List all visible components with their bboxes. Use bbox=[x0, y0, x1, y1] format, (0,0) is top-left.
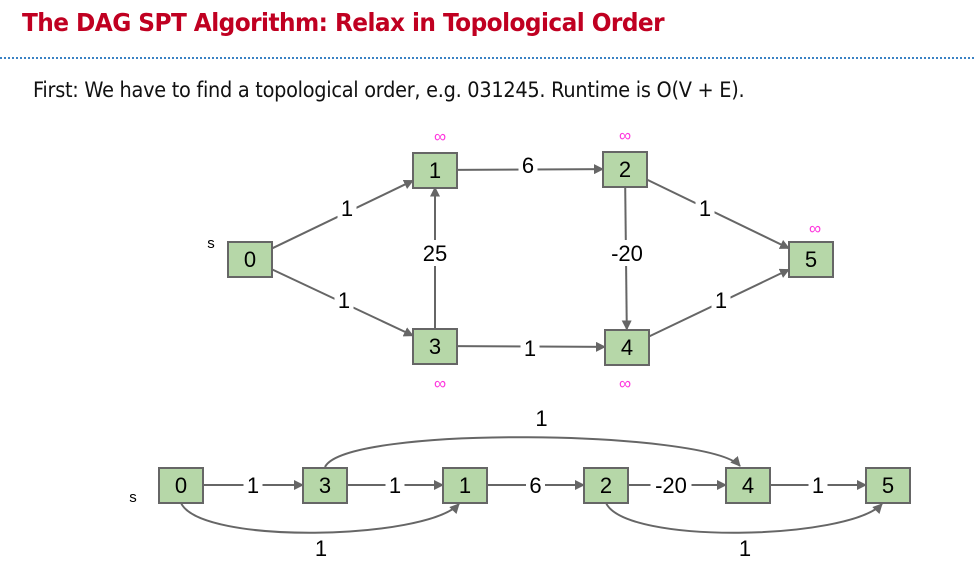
graph-node-4-label: 4 bbox=[621, 335, 633, 360]
topo-node-1 bbox=[442, 467, 488, 504]
topo-edge-weight-1-2: 6 bbox=[529, 473, 541, 498]
edge-weight-3-1: 25 bbox=[423, 241, 447, 266]
topo-node-5-label: 5 bbox=[882, 473, 894, 498]
title-divider bbox=[0, 57, 974, 59]
topo-node-5 bbox=[865, 467, 911, 504]
topo-node-3-label: 3 bbox=[319, 473, 331, 498]
graph-node-2-label: 2 bbox=[619, 157, 631, 182]
edge-weight-0-3: 1 bbox=[338, 288, 350, 313]
slide-title: The DAG SPT Algorithm: Relax in Topologi… bbox=[22, 8, 665, 37]
topo-edge-weight-4-5-bg bbox=[808, 472, 828, 498]
graph-node-3-label: 3 bbox=[429, 334, 441, 359]
graph-node-2 bbox=[602, 151, 648, 188]
edge-weight-3-4-bg bbox=[520, 335, 540, 361]
source-marker: s bbox=[207, 235, 215, 252]
topo-node-4 bbox=[725, 467, 771, 504]
topo-edge-weight-2-5: 1 bbox=[739, 536, 751, 561]
edge-weight-0-1: 1 bbox=[341, 196, 353, 221]
graph-node-0 bbox=[227, 241, 273, 278]
edge-weight-2-4: -20 bbox=[611, 241, 643, 266]
topo-node-0-label: 0 bbox=[175, 473, 187, 498]
topo-edge-weight-0-1: 1 bbox=[315, 536, 327, 561]
graph-node-1 bbox=[412, 152, 458, 189]
distance-label-5: ∞ bbox=[809, 219, 821, 238]
edge-weight-3-1-bg bbox=[420, 240, 450, 266]
graph-node-0-label: 0 bbox=[244, 247, 256, 272]
edge-weight-4-5: 1 bbox=[715, 288, 727, 313]
topo-edge-weight-0-3-bg bbox=[243, 472, 263, 498]
topo-node-0 bbox=[158, 467, 204, 504]
topo-source-marker: s bbox=[129, 489, 137, 506]
edge-weight-2-4-bg bbox=[606, 240, 648, 266]
graph-node-3 bbox=[412, 328, 458, 365]
topo-node-4-label: 4 bbox=[742, 473, 754, 498]
topo-edge-weight-3-4-bg bbox=[532, 405, 551, 431]
edge-weight-0-1-bg bbox=[337, 195, 357, 221]
topo-node-2 bbox=[583, 467, 629, 504]
distance-label-1: ∞ bbox=[434, 127, 446, 146]
graph-node-5 bbox=[788, 241, 834, 278]
topo-node-3 bbox=[302, 467, 348, 504]
topo-edge-2-5 bbox=[605, 502, 883, 534]
edge-weight-1-2: 6 bbox=[522, 153, 534, 178]
topo-edge-weight-2-4-bg bbox=[650, 472, 692, 498]
topo-edge-weight-0-1-bg bbox=[311, 535, 331, 561]
topo-edge-0-1 bbox=[180, 502, 460, 534]
edge-weight-2-5: 1 bbox=[699, 196, 711, 221]
topo-node-1-label: 1 bbox=[459, 473, 471, 498]
graph-node-5-label: 5 bbox=[805, 247, 817, 272]
edge-weight-0-3-bg bbox=[334, 287, 354, 313]
edge-weight-3-4: 1 bbox=[524, 336, 536, 361]
distance-label-4: ∞ bbox=[619, 374, 631, 393]
topo-edge-weight-2-4: -20 bbox=[655, 473, 687, 498]
topo-edge-3-4 bbox=[324, 436, 741, 468]
distance-label-2: ∞ bbox=[619, 126, 631, 145]
edge-weight-2-5-bg bbox=[695, 195, 715, 221]
topo-edge-weight-2-5-bg bbox=[735, 535, 755, 561]
edge-weight-4-5-bg bbox=[711, 287, 731, 313]
topo-edge-weight-3-1: 1 bbox=[389, 473, 401, 498]
graph-node-4 bbox=[604, 329, 650, 366]
topo-edge-weight-4-5: 1 bbox=[812, 473, 824, 498]
topo-edge-weight-3-4: 1 bbox=[535, 406, 547, 431]
edge-weight-1-2-bg bbox=[518, 152, 538, 178]
topo-edge-weight-3-1-bg bbox=[385, 472, 405, 498]
topo-edge-weight-1-2-bg bbox=[526, 472, 545, 498]
slide-subtitle: First: We have to find a topological ord… bbox=[33, 78, 745, 102]
distance-label-3: ∞ bbox=[434, 374, 446, 393]
edge-2-5 bbox=[646, 178, 790, 250]
topo-node-2-label: 2 bbox=[600, 473, 612, 498]
topo-edge-weight-0-3: 1 bbox=[247, 473, 259, 498]
graph-node-1-label: 1 bbox=[429, 158, 441, 183]
